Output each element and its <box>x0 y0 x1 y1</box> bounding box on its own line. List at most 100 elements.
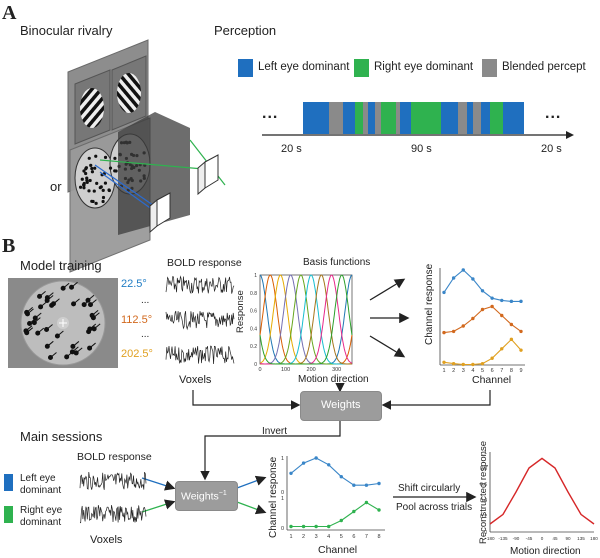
stimulus-dot <box>90 170 95 174</box>
stimulus-dot <box>103 155 108 159</box>
bold-trace-22-5 <box>165 275 235 295</box>
timeline-segment-blend <box>396 102 400 134</box>
timeline-segment-blend <box>329 102 344 134</box>
channel-main-ytick: 0 <box>281 490 284 496</box>
weights-inverse-text: Weights <box>181 490 219 503</box>
voxels-label-2: Voxels <box>90 534 123 546</box>
channel-main-point <box>352 483 356 487</box>
stimulus-dot <box>89 163 93 167</box>
stimulus-dot <box>93 166 97 170</box>
timeline-segment-left <box>441 102 459 134</box>
channel-train-point <box>442 360 446 364</box>
stimulus-dot <box>114 169 118 173</box>
bold-trace-right-eye <box>79 505 147 524</box>
channel-main-ytick: 1 <box>281 456 284 462</box>
legend-swatch-left <box>238 59 253 77</box>
timeline-segment-right <box>411 102 442 134</box>
timeline-segment-blend <box>375 102 381 134</box>
right-eye-swatch <box>4 506 13 523</box>
channel-main-point <box>364 500 369 505</box>
motion-dot <box>35 330 41 336</box>
stimulus-dot <box>113 156 117 160</box>
channel-main-ytick: 1 <box>281 496 284 502</box>
motion-dot <box>38 304 44 310</box>
timeline-segment-right <box>381 102 397 134</box>
timeline-segment-left <box>399 102 412 134</box>
stimulus-dot <box>101 199 105 204</box>
stimulus-dot <box>84 166 89 170</box>
channel-main-line-1 <box>290 457 380 486</box>
bold-response-label-2: BOLD response <box>77 451 152 463</box>
sight-line-blue-1 <box>94 164 161 211</box>
channel-main-xtick: 5 <box>340 534 343 540</box>
channel-train-point <box>461 362 465 367</box>
channel-train-point <box>451 276 456 280</box>
sight-line-green-1 <box>99 159 216 171</box>
stimulus-dot <box>103 181 108 185</box>
panel-b-letter: B <box>2 235 16 257</box>
motion-dot <box>71 301 77 307</box>
channel-train-point <box>500 298 504 303</box>
channel-main-point <box>289 524 293 529</box>
legend-swatch-right <box>354 59 369 77</box>
stimulus-dot <box>90 166 94 171</box>
timeline-segment-blend <box>458 102 468 134</box>
basis-xtick: 300 <box>332 367 341 373</box>
binocular-rivalry-title: Binocular rivalry <box>20 23 113 38</box>
left-eye-label-1: Left eye <box>20 473 56 484</box>
stimulus-dot <box>82 169 86 173</box>
perception-timeline <box>303 102 524 134</box>
channel-train-point <box>442 290 446 295</box>
channel-main-point <box>314 524 318 529</box>
recon-xtick: -45 <box>526 536 533 541</box>
timeline-segment-right <box>354 102 364 134</box>
channel-train-point <box>451 361 456 366</box>
channel-main-point <box>339 518 343 523</box>
timeline-segment-left <box>503 102 524 134</box>
motion-dot <box>23 328 29 334</box>
channel-xlabel-2: Channel <box>318 544 358 556</box>
recon-ytick: 1 <box>484 450 487 456</box>
motion-dot <box>73 350 79 356</box>
motion-dot <box>44 298 50 304</box>
shift-circularly-label: Shift circularly <box>398 483 461 494</box>
weights-inverse-box <box>175 481 238 511</box>
direction-112-5: 112.5° <box>121 314 153 326</box>
stimulus-dot <box>78 185 83 189</box>
channel-train-point <box>490 304 494 309</box>
or-label: or <box>50 179 62 194</box>
channel-train-xtick: 4 <box>471 368 474 374</box>
channel-train-point <box>471 277 475 281</box>
stimulus-dot <box>88 178 92 183</box>
left-eye-label-2: dominant <box>20 485 62 496</box>
channel-main-xtick: 2 <box>302 534 305 540</box>
channel-train-xtick: 1 <box>442 368 445 374</box>
stimulus-dot <box>107 188 111 193</box>
recon-xtick: -180 <box>485 536 495 541</box>
legend-swatch-blend <box>482 59 497 77</box>
panel-a-letter: A <box>2 2 17 24</box>
prism-upper-side <box>197 160 206 196</box>
channel-train-point <box>490 356 494 360</box>
channel-train-point <box>509 337 514 342</box>
channel-train-point <box>471 316 475 321</box>
stimulus-dot <box>98 186 102 190</box>
motion-dot <box>87 345 93 351</box>
model-training-title: Model training <box>20 258 102 273</box>
timeline-segment-left <box>303 102 330 134</box>
stimulus-dot <box>101 188 105 192</box>
recon-ytick: 0.6 <box>480 482 487 488</box>
invert-label: Invert <box>262 426 288 437</box>
motion-dot <box>89 312 95 318</box>
timeline-ellipsis-left: ... <box>262 105 279 122</box>
channel-train-xtick: 3 <box>462 368 465 374</box>
timeline-tick-middle: 90 s <box>411 143 432 155</box>
channel-train-point <box>490 296 494 300</box>
vertical-dots-2: ... <box>141 329 150 340</box>
weights-label: Weights <box>321 399 361 411</box>
